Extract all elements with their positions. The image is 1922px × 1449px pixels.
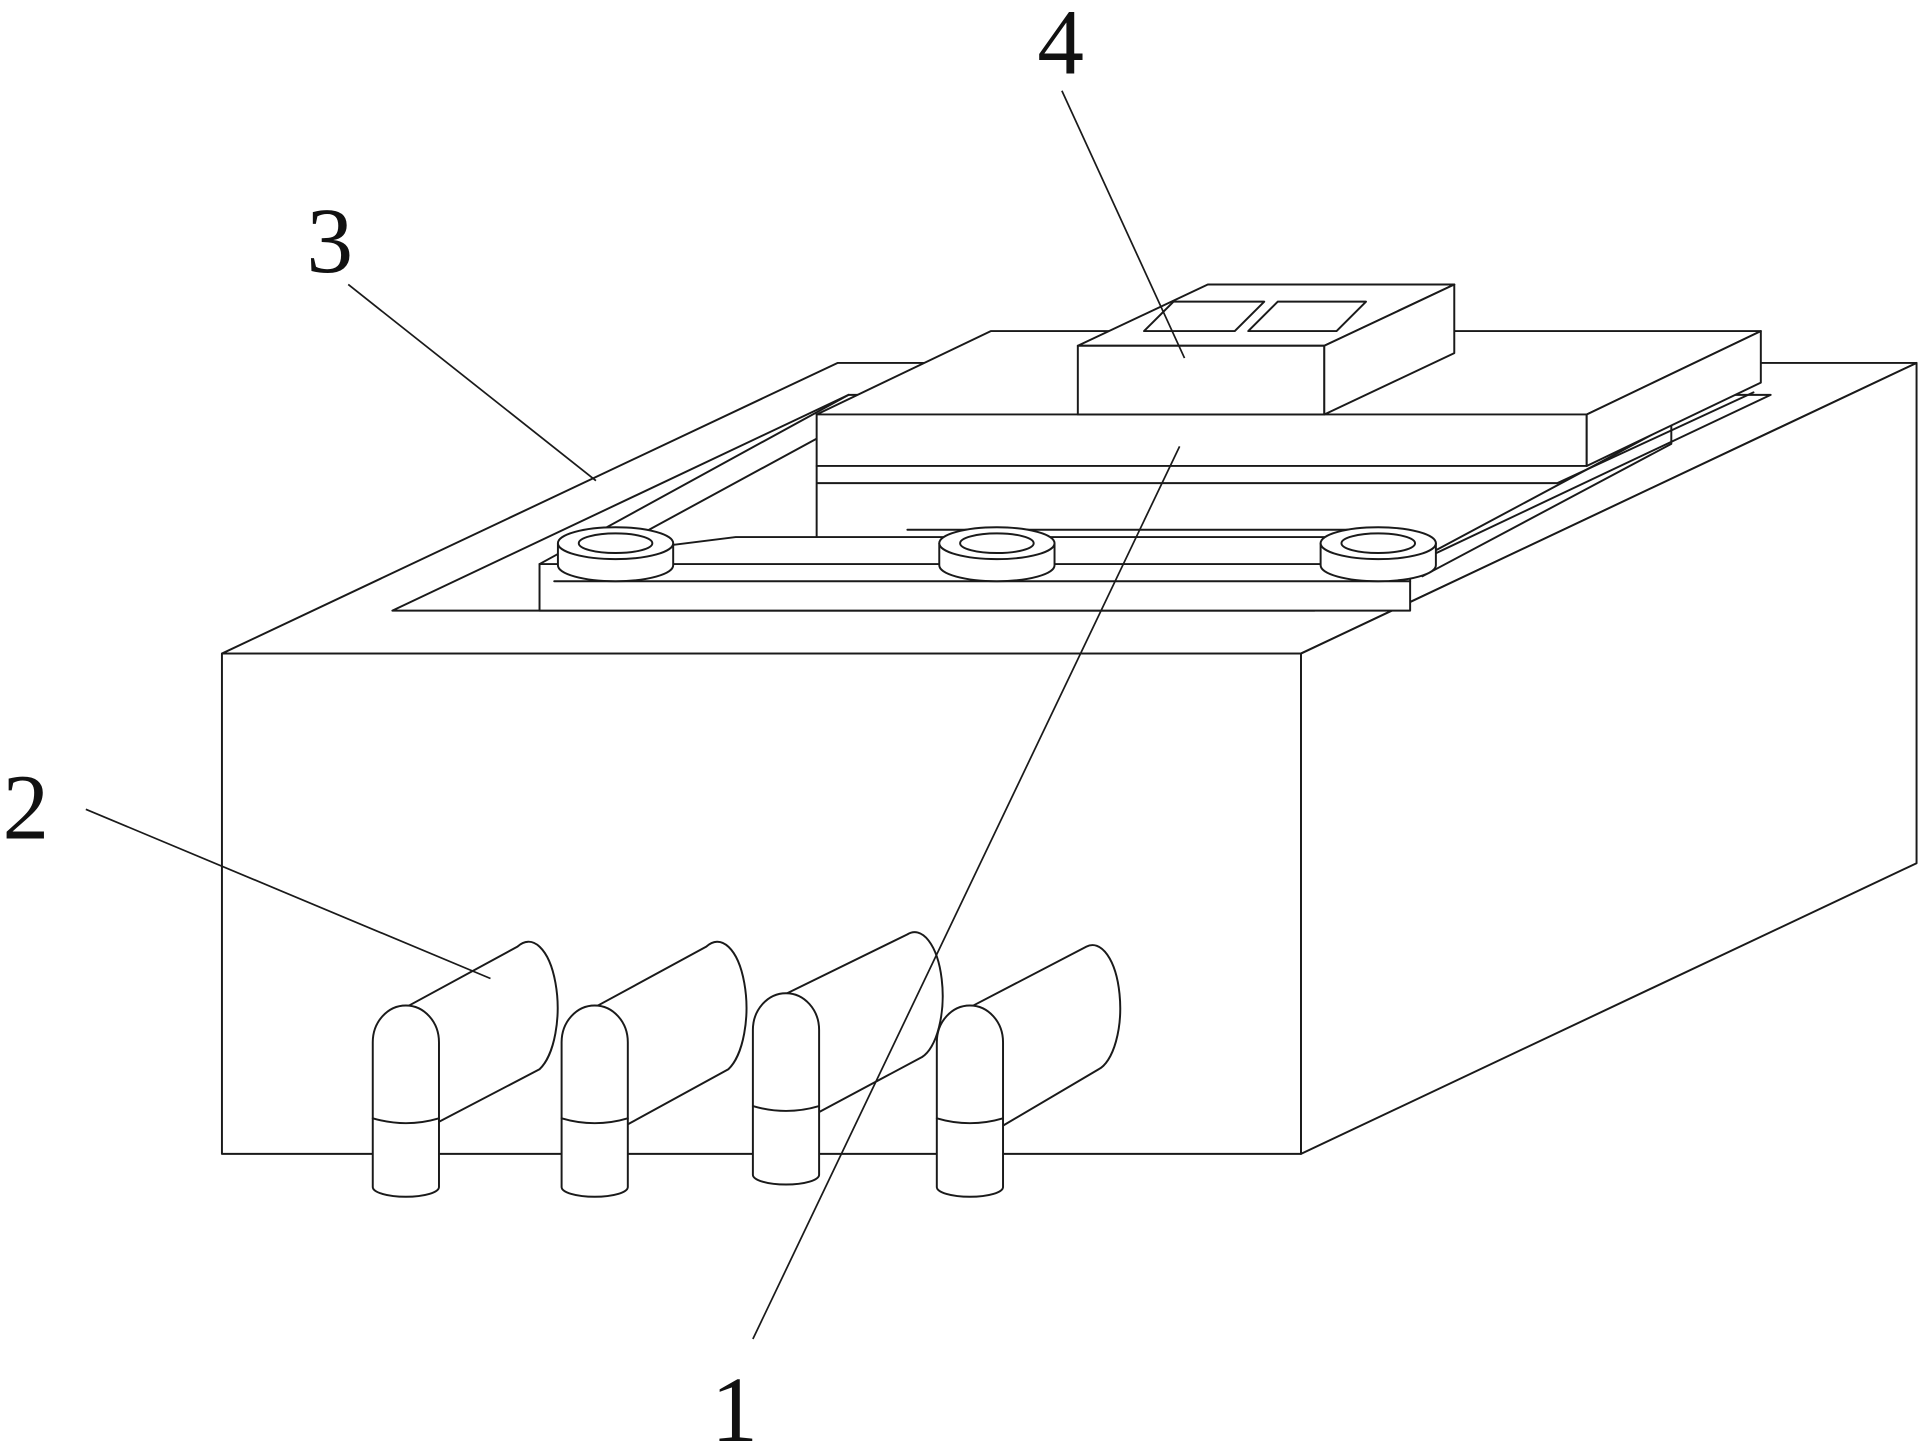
roller-1 bbox=[556, 526, 675, 583]
label-1: 1 bbox=[711, 1359, 758, 1449]
roller-3 bbox=[1319, 526, 1437, 583]
pipe-3 bbox=[751, 931, 944, 1186]
press-plate-front bbox=[815, 413, 1588, 467]
pipe-4 bbox=[935, 944, 1122, 1198]
display-window-2 bbox=[1247, 300, 1367, 333]
control-box-side bbox=[1323, 283, 1456, 416]
right-rail bbox=[1409, 423, 1673, 578]
leader-1 bbox=[752, 445, 1181, 1340]
control-box bbox=[1076, 283, 1456, 416]
outlet-pipes bbox=[371, 931, 1122, 1198]
conveyor-assembly bbox=[538, 526, 1437, 612]
press-plate-side bbox=[1585, 330, 1762, 467]
leader-2 bbox=[85, 808, 491, 980]
leader-lines bbox=[85, 90, 1186, 1340]
leader-3 bbox=[347, 283, 597, 482]
leader-4 bbox=[1061, 90, 1186, 359]
reference-labels: 1 2 3 4 bbox=[2, 0, 1084, 1449]
housing-side-face bbox=[1300, 361, 1918, 1155]
label-4: 4 bbox=[1037, 0, 1084, 95]
conveyor-bed bbox=[538, 563, 1412, 612]
label-2: 2 bbox=[2, 757, 49, 860]
control-box-front bbox=[1076, 344, 1326, 416]
pipe-1 bbox=[371, 940, 559, 1198]
label-3: 3 bbox=[307, 190, 354, 293]
roller-2 bbox=[938, 526, 1056, 583]
pipe-2 bbox=[560, 940, 748, 1198]
